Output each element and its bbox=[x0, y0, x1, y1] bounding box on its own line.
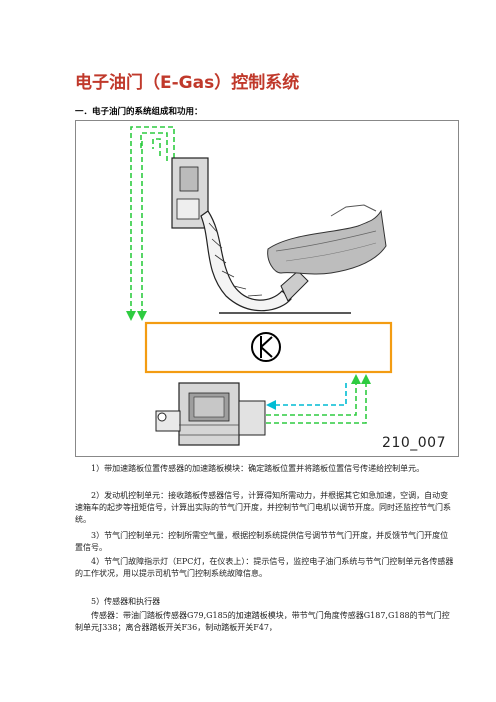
paragraph-3: 3）节气门控制单元：控制所需空气量，根据控制系统提供信号调节节气门开度，并反馈节… bbox=[75, 531, 449, 552]
paragraph-4: 4）节气门故障指示灯（EPC灯，在仪表上）：提示信号，监控电子油门系统与节气门控… bbox=[75, 557, 454, 578]
ecu-symbol-icon bbox=[251, 332, 281, 362]
throttle-signal-arrows-green bbox=[266, 383, 367, 424]
paragraph-5: 5）传感器和执行器 bbox=[91, 597, 161, 606]
figure-label: 210_007 bbox=[382, 435, 446, 451]
foot-icon bbox=[267, 204, 387, 275]
throttle-control-arrow-cyan bbox=[266, 383, 347, 410]
paragraph-1: 1）带加速踏板位置传感器的加速踏板模块：确定踏板位置并将踏板位置信号传递给控制单… bbox=[91, 464, 425, 473]
pedal-icon bbox=[171, 157, 309, 312]
pedal-signal-arrows bbox=[130, 126, 175, 311]
system-figure: 210_007 bbox=[75, 120, 459, 457]
section-heading: 一．电子油门的系统组成和功用： bbox=[75, 107, 203, 117]
paragraph-6: 传感器：带油门踏板传感器G79,G185的加速踏板模块，带节气门角度传感器G18… bbox=[75, 611, 450, 632]
throttle-arrowheads-green bbox=[351, 374, 371, 384]
system-diagram bbox=[126, 126, 393, 446]
throttle-body-icon bbox=[155, 382, 266, 446]
paragraph-2: 2）发动机控制单元：接收踏板传感器信号，计算得知所需动力，并根据其它如急加速，空… bbox=[75, 491, 451, 524]
page-title: 电子油门（E-Gas）控制系统 bbox=[75, 73, 300, 93]
ecu-box bbox=[144, 321, 393, 374]
pedal-arrowheads bbox=[126, 311, 147, 321]
